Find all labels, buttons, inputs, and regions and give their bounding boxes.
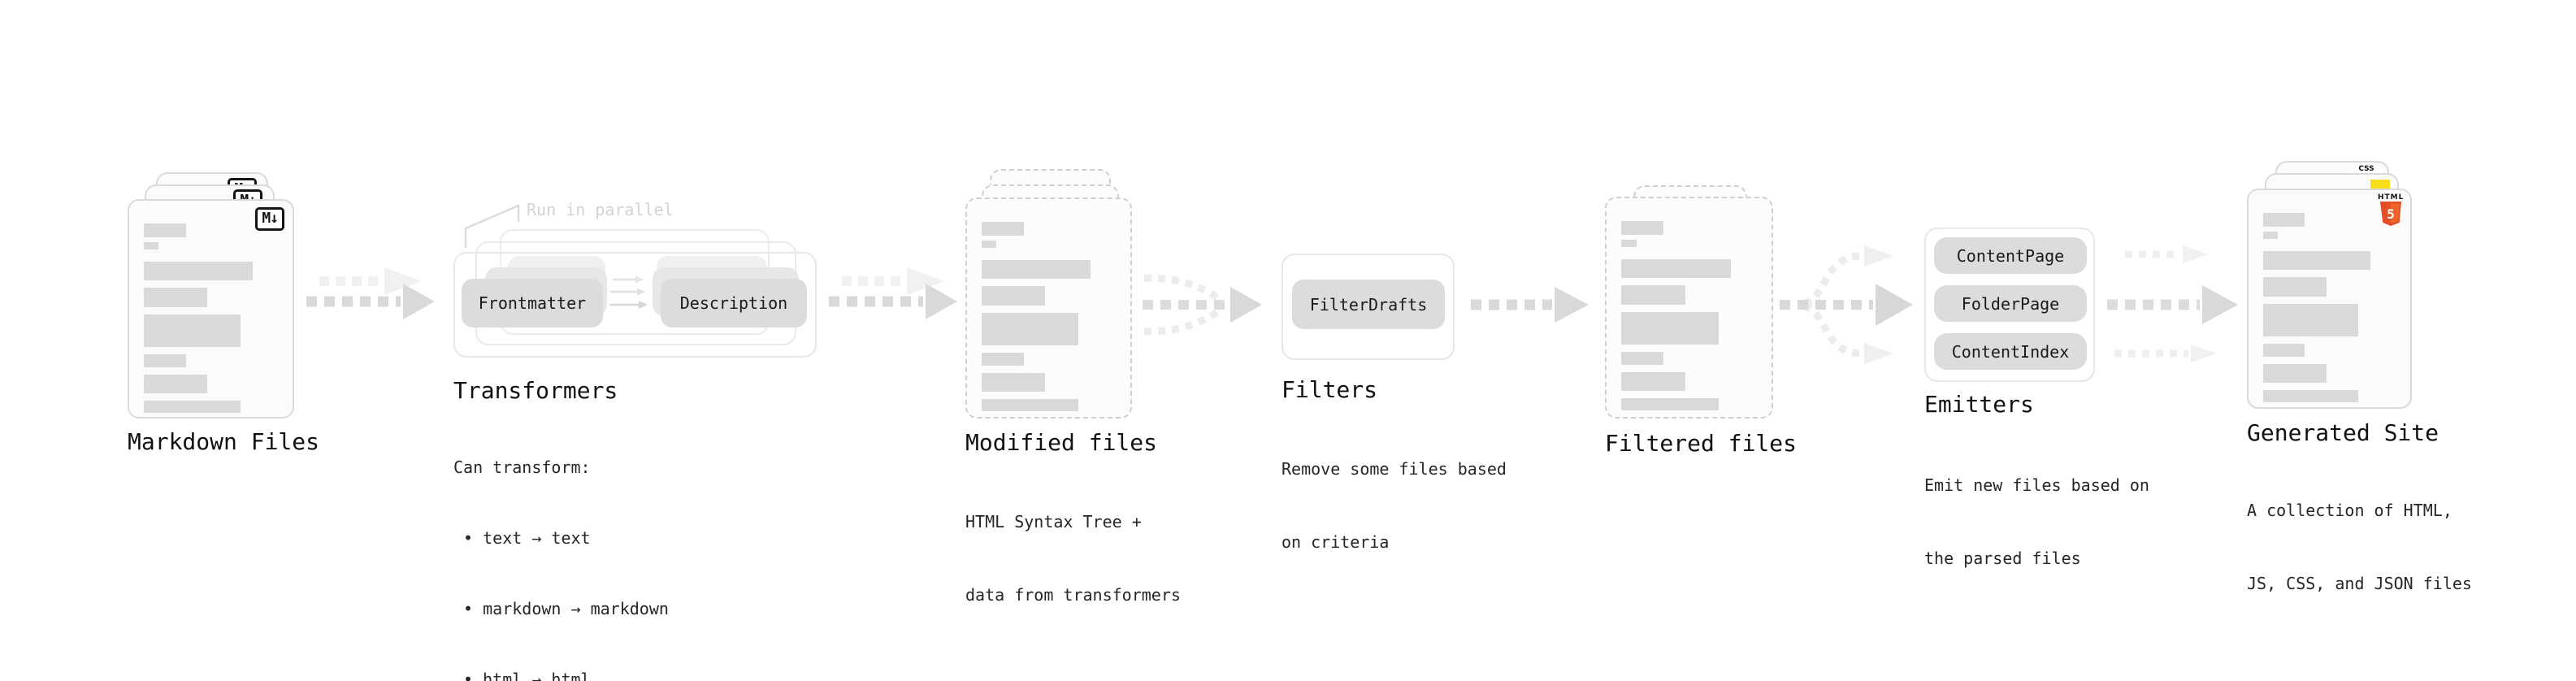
- skeleton-bar: [982, 399, 1078, 411]
- html5-shield: 5: [2380, 202, 2401, 226]
- js-icon: [2370, 180, 2390, 189]
- skeleton-bar: [144, 223, 186, 237]
- flow-arrow-markdown-to-transformers: [306, 267, 435, 319]
- description-line: • text → text: [453, 528, 591, 548]
- skeleton-bar: [1621, 372, 1686, 391]
- parallel-transform-arrows: [609, 275, 648, 309]
- skeleton-bar: [982, 286, 1046, 306]
- generated-site-description: A collection of HTML, JS, CSS, and JSON …: [2247, 449, 2472, 644]
- html5-icon: HTML 5: [2378, 194, 2404, 230]
- markdown-file-card-front: M↓: [128, 199, 294, 419]
- pill-description: Description: [661, 279, 807, 327]
- svg-text:5: 5: [2387, 206, 2395, 222]
- pill-contentindex: ContentIndex: [1934, 333, 2087, 370]
- skeleton-bar: [144, 354, 186, 367]
- skeleton-bar: [144, 288, 208, 307]
- skeleton-bar: [2263, 390, 2359, 402]
- transformers-description: Can transform: • text → text • markdown …: [453, 409, 669, 681]
- skeleton-bar: [982, 373, 1046, 392]
- skeleton-bar: [2263, 344, 2305, 357]
- skeleton-bar: [2263, 364, 2327, 383]
- stage-title-emitters: Emitters: [1924, 391, 2034, 418]
- skeleton-bar: [144, 262, 253, 280]
- stage-title-generated-site: Generated Site: [2247, 419, 2439, 446]
- skeleton-bar: [2263, 251, 2370, 270]
- stage-title-markdown-files: Markdown Files: [128, 428, 320, 455]
- markdown-icon: M↓: [255, 207, 284, 231]
- skeleton-bar: [982, 353, 1024, 366]
- run-in-parallel-note: Run in parallel: [527, 200, 674, 219]
- filters-description: Remove some files based on criteria: [1281, 408, 1507, 603]
- generated-file-card-front: HTML 5: [2247, 189, 2412, 409]
- pill-contentpage: ContentPage: [1934, 237, 2087, 274]
- skeleton-bar: [982, 241, 997, 248]
- skeleton-bar: [2263, 304, 2359, 336]
- skeleton-bar: [1621, 259, 1732, 278]
- description-line: the parsed files: [1924, 549, 2081, 568]
- transformers-box-front: [453, 252, 817, 358]
- filters-box: [1281, 254, 1455, 360]
- description-line: HTML Syntax Tree +: [965, 512, 1142, 531]
- description-line: JS, CSS, and JSON files: [2247, 574, 2472, 593]
- pill-frontmatter: Frontmatter: [462, 279, 603, 327]
- skeleton-bar: [144, 375, 208, 393]
- flow-arrow-transformers-to-modified: [829, 267, 957, 319]
- modified-file-card-front: [965, 197, 1132, 419]
- skeleton-bar: [144, 314, 241, 347]
- description-line: • html → html: [453, 670, 591, 681]
- flow-arrow-filtered-to-emitters-diverge: [1780, 245, 1913, 364]
- description-line: on criteria: [1281, 532, 1390, 552]
- file-skeleton: [2263, 213, 2397, 402]
- skeleton-bar: [2263, 213, 2305, 227]
- stage-title-transformers: Transformers: [453, 377, 618, 404]
- stage-title-modified-files: Modified files: [965, 429, 1158, 456]
- flow-arrow-filters-to-filtered: [1471, 287, 1589, 323]
- skeleton-bar: [1621, 221, 1664, 235]
- skeleton-bar: [982, 222, 1024, 236]
- description-line: Can transform:: [453, 458, 591, 477]
- skeleton-bar: [144, 242, 159, 249]
- skeleton-bar: [982, 260, 1091, 279]
- skeleton-bar: [1621, 312, 1719, 345]
- run-in-parallel-leader-line: [464, 204, 520, 248]
- description-line: Emit new files based on: [1924, 475, 2149, 495]
- pill-folderpage: FolderPage: [1934, 285, 2087, 322]
- emitters-description: Emit new files based on the parsed files: [1924, 424, 2149, 619]
- filtered-file-card-front: [1605, 197, 1773, 419]
- description-line: Remove some files based: [1281, 459, 1507, 479]
- stage-title-filtered-files: Filtered files: [1605, 430, 1798, 457]
- skeleton-bar: [1621, 285, 1686, 305]
- skeleton-bar: [982, 313, 1078, 345]
- stage-title-filters: Filters: [1281, 376, 1378, 403]
- skeleton-bar: [1621, 240, 1637, 247]
- flow-arrows-emitters-to-generated: [2107, 245, 2238, 362]
- description-line: • markdown → markdown: [453, 599, 669, 618]
- emitters-box: [1924, 228, 2095, 382]
- file-skeleton: [982, 222, 1117, 411]
- file-skeleton: [144, 223, 280, 413]
- skeleton-bar: [144, 401, 241, 413]
- description-line: A collection of HTML,: [2247, 501, 2452, 520]
- file-skeleton: [1621, 221, 1759, 410]
- skeleton-bar: [2263, 277, 2327, 297]
- skeleton-bar: [1621, 398, 1719, 410]
- pill-filterdrafts: FilterDrafts: [1292, 280, 1445, 329]
- skeleton-bar: [1621, 352, 1664, 365]
- skeleton-bar: [2263, 232, 2279, 239]
- modified-files-description: HTML Syntax Tree + data from transformer…: [965, 461, 1181, 656]
- css-icon-label: CSS: [2358, 165, 2374, 173]
- description-line: data from transformers: [965, 585, 1181, 605]
- flow-arrow-modified-to-filters-converge: [1143, 274, 1262, 336]
- html5-icon-label: HTML: [2378, 193, 2405, 202]
